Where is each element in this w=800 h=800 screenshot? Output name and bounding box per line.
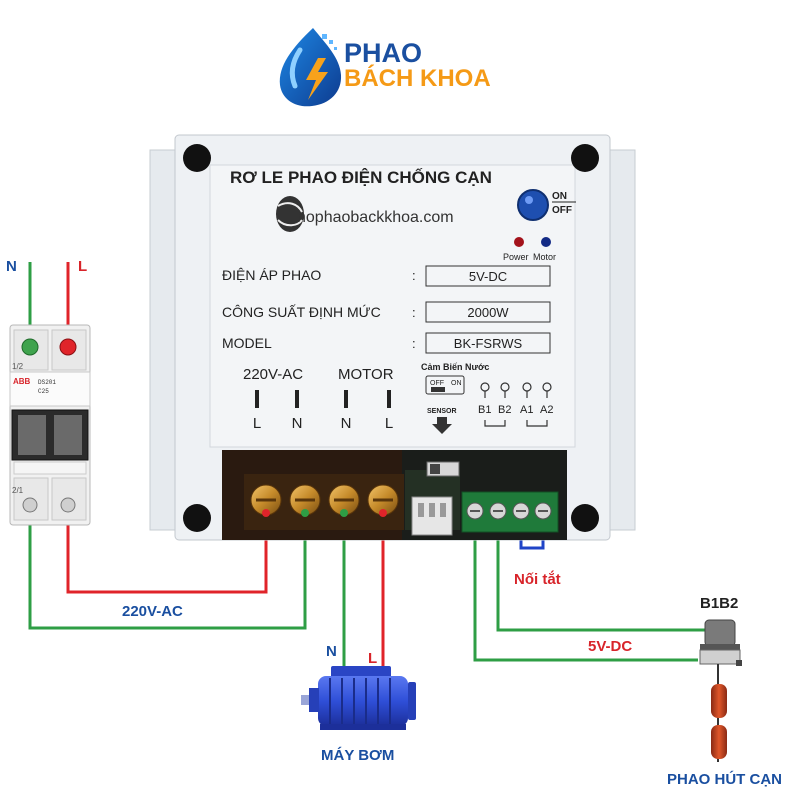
- terminal-letter: L: [385, 415, 393, 432]
- breaker-port-top: 1/2: [12, 362, 24, 371]
- power-led-label: Power: [503, 252, 529, 262]
- section-motor-label: MOTOR: [338, 366, 394, 383]
- breaker-n-label: N: [6, 258, 17, 275]
- brand-line2: BÁCH KHOA: [344, 64, 491, 92]
- sensor-title: Cảm Biến Nước: [421, 362, 489, 372]
- float-caption: PHAO HÚT CẠN: [667, 770, 782, 788]
- mounting-hole: [183, 504, 211, 532]
- float-term-b2: B2: [498, 404, 511, 416]
- sensor-screw: [489, 502, 507, 520]
- spec-row: ĐIỆN ÁP PHAO : 5V-DC: [222, 265, 551, 287]
- spec-sep: :: [412, 305, 416, 320]
- motor-led: [541, 237, 551, 247]
- switch-off-label: OFF: [430, 380, 444, 387]
- float-switch: [699, 619, 742, 762]
- spec-label: MODEL: [222, 335, 272, 351]
- spec-value: 5V-DC: [469, 269, 507, 284]
- pump-motor: [301, 666, 416, 730]
- motor-l-label: L: [368, 650, 377, 667]
- sensor-dip-switch: OFF ON: [425, 375, 465, 395]
- on-label: ON: [552, 191, 567, 202]
- breaker-toggle-n[interactable]: [18, 415, 46, 455]
- wire-ac-label: 220V-AC: [122, 603, 183, 620]
- spec-value: BK-FSRWS: [454, 336, 523, 351]
- breaker-model: DS201: [38, 379, 56, 386]
- wire-sensor-b2: [496, 513, 705, 632]
- off-label: OFF: [552, 205, 572, 216]
- breaker-rating: C25: [38, 388, 49, 395]
- terminal-markers: [255, 390, 391, 408]
- terminal-letter: N: [341, 415, 352, 432]
- relay-site: hophaobackkhoa.com: [297, 209, 454, 226]
- sensor-terminal-block: [461, 491, 559, 533]
- terminal-letter: N: [292, 415, 303, 432]
- spec-label: ĐIỆN ÁP PHAO: [222, 267, 321, 283]
- relay-box: RƠ LE PHAO ĐIỆN CHỐNG CẠN hophaobackkhoa…: [149, 134, 636, 541]
- breaker-port-bottom: 2/1: [12, 486, 24, 495]
- sensor-screw: [512, 502, 530, 520]
- float-term-b1: B1: [478, 404, 491, 416]
- button-highlight: [525, 196, 533, 204]
- terminal-screw-out-n: [22, 497, 38, 513]
- float-term-a1: A1: [520, 404, 533, 416]
- breaker-toggle-l[interactable]: [54, 415, 82, 455]
- spec-sep: :: [412, 336, 416, 351]
- spec-row: CÔNG SUẤT ĐỊNH MỨC : 2000W: [222, 301, 551, 323]
- float-terminal-diagram: [480, 382, 552, 427]
- relay-title: RƠ LE PHAO ĐIỆN CHỐNG CẠN: [230, 167, 492, 187]
- breaker-l-label: L: [78, 258, 87, 275]
- power-terminal-block: [244, 474, 404, 530]
- section-ac-label: 220V-AC: [243, 366, 303, 383]
- power-button[interactable]: [517, 189, 549, 221]
- sensor-label: SENSOR: [427, 408, 457, 415]
- mounting-hole: [183, 144, 211, 172]
- float-ball: [711, 725, 727, 759]
- terminal-letter: L: [253, 415, 261, 432]
- site-logo-icon: [276, 196, 304, 232]
- motor-caption: MÁY BƠM: [321, 747, 394, 764]
- mounting-hole: [571, 144, 599, 172]
- spec-value: 2000W: [467, 305, 509, 320]
- brand-line1: PHAO: [344, 38, 422, 68]
- arrow-down-icon: [432, 417, 452, 434]
- wire-ac-n: [28, 513, 307, 630]
- power-led: [514, 237, 524, 247]
- spec-label: CÔNG SUẤT ĐỊNH MỨC: [222, 304, 381, 320]
- breaker-brand: ABB: [13, 377, 31, 386]
- wire-dc-label: 5V-DC: [588, 638, 632, 655]
- spec-sep: :: [412, 268, 416, 283]
- wire-sensor-b1: [473, 513, 698, 662]
- brand-logo: PHAO BÁCH KHOA: [279, 28, 491, 107]
- sensor-screw: [466, 502, 484, 520]
- float-ball: [711, 684, 727, 718]
- sensor-screw: [534, 502, 552, 520]
- wire-ac-l: [66, 513, 268, 594]
- terminal-screw-l: [59, 338, 77, 356]
- motor-led-label: Motor: [533, 252, 556, 262]
- motor-n-label: N: [326, 643, 337, 660]
- terminal-screw-out-l: [60, 497, 76, 513]
- float-top-label: B1B2: [700, 595, 738, 612]
- mounting-hole: [571, 504, 599, 532]
- wire-short-label: Nối tắt: [514, 570, 561, 588]
- circuit-breaker: 1/2 ABB DS201 C25 2/1: [9, 324, 91, 526]
- switch-on-label: ON: [451, 380, 462, 387]
- water-drop-icon: [279, 28, 342, 107]
- float-term-a2: A2: [540, 404, 553, 416]
- spec-row: MODEL : BK-FSRWS: [222, 332, 551, 354]
- terminal-screw-n: [21, 338, 39, 356]
